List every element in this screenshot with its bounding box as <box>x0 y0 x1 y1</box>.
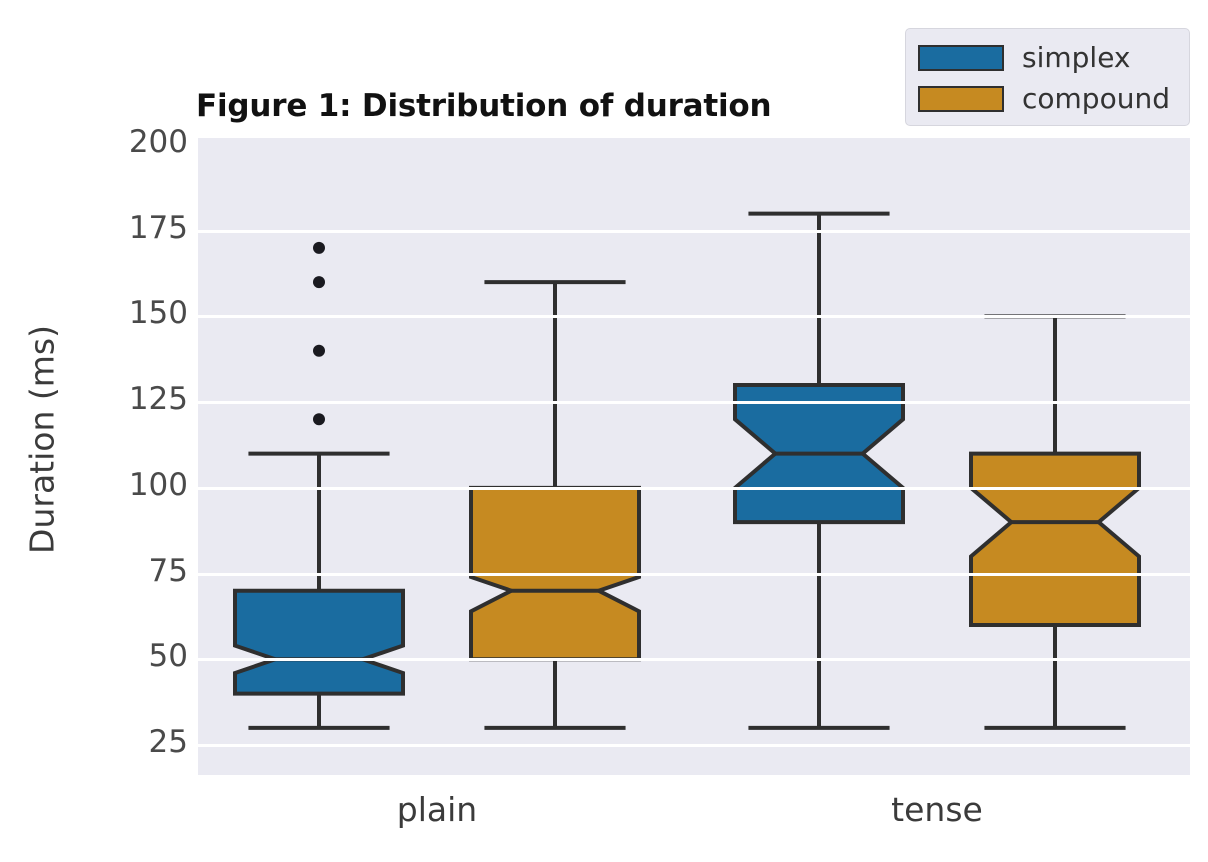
y-tick-label: 175 <box>128 209 188 246</box>
chart-title: Figure 1: Distribution of duration <box>196 88 772 124</box>
boxplot-svg <box>233 211 1141 730</box>
box-simplex-tense <box>733 211 905 730</box>
gridline <box>198 229 1190 233</box>
y-tick-label: 150 <box>128 295 188 332</box>
gridline <box>198 401 1190 405</box>
plot-area <box>198 138 1190 775</box>
y-tick-label: 75 <box>148 552 188 589</box>
y-tick-label: 50 <box>148 638 188 675</box>
gridline <box>198 486 1190 490</box>
box-compound-tense <box>969 314 1141 730</box>
y-tick-label: 125 <box>128 381 188 418</box>
y-tick-label: 25 <box>148 724 188 760</box>
legend-item-compound[interactable]: compound <box>918 78 1177 119</box>
legend-swatch-compound <box>918 85 1004 112</box>
legend-swatch-simplex <box>918 44 1004 71</box>
box-simplex-plain <box>233 241 405 730</box>
legend-item-simplex[interactable]: simplex <box>918 37 1177 78</box>
gridline <box>198 572 1190 576</box>
legend-label: simplex <box>1022 41 1131 74</box>
gridline <box>198 315 1190 319</box>
legend: simplex compound <box>905 28 1190 126</box>
legend-label: compound <box>1022 82 1170 115</box>
x-tick-label: plain <box>396 790 478 829</box>
outlier-point <box>313 241 325 254</box>
outlier-point <box>313 344 325 357</box>
outlier-point <box>313 413 325 426</box>
gridline <box>198 744 1190 747</box>
y-tick-label: 200 <box>128 124 188 160</box>
gridline <box>198 658 1190 662</box>
y-axis-label: Duration (ms) <box>22 325 62 554</box>
y-axis-tick-labels: 200 175 150 125 100 75 50 25 <box>92 0 188 862</box>
x-tick-label: tense <box>891 790 983 829</box>
y-tick-label: 100 <box>128 466 188 503</box>
outlier-point <box>313 276 325 289</box>
